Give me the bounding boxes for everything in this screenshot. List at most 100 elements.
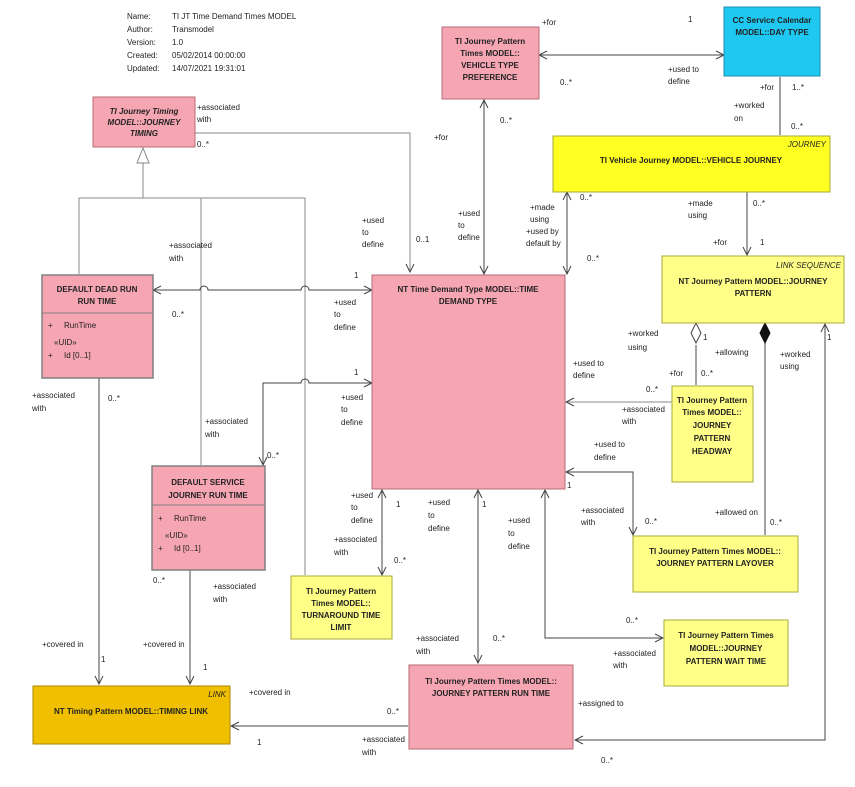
class-time-demand-type[interactable]: NT Time Demand Type MODEL::TIME DEMAND T… [371, 274, 566, 490]
class-turnaround[interactable]: TI Journey Pattern Times MODEL:: TURNARO… [290, 575, 393, 640]
multiplicity-label: 1 [703, 333, 708, 342]
connector-service-tdt [263, 378, 372, 465]
multiplicity-label: 0..* [500, 116, 512, 125]
meta-author: Transmodel [172, 25, 214, 34]
service-title-2: JOURNEY RUN TIME [168, 491, 248, 500]
service-attr2-visibility: + [158, 544, 163, 553]
role-label: with [204, 430, 219, 439]
service-attr1-visibility: + [158, 514, 163, 523]
role-label: define [508, 542, 530, 551]
connector-layover-tdt [566, 472, 633, 535]
meta-created-label: Created: [127, 51, 158, 60]
multiplicity-label: 0..* [108, 394, 120, 403]
class-jp-run-time[interactable]: TI Journey Pattern Times MODEL:: JOURNEY… [408, 664, 574, 750]
role-label: +associated [169, 241, 212, 250]
dead-run-stereotype: «UID» [54, 338, 77, 347]
class-vehicle-journey[interactable]: JOURNEY TI Vehicle Journey MODEL::VEHICL… [552, 135, 831, 193]
multiplicity-label: 0..* [580, 193, 592, 202]
role-label: +used by [526, 227, 559, 236]
multiplicity-label: 0..1 [416, 235, 430, 244]
role-label: with [212, 595, 227, 604]
role-label: +associated [213, 582, 256, 591]
turnaround-title-1: TI Journey Pattern [306, 587, 376, 596]
vehicle-journey-stereotype: JOURNEY [787, 140, 827, 149]
role-label: +used [428, 498, 450, 507]
class-turnaround-box [290, 575, 393, 640]
layover-title-2: JOURNEY PATTERN LAYOVER [656, 559, 774, 568]
multiplicity-label: 0..* [493, 634, 505, 643]
tdt-title-2: DEMAND TYPE [439, 297, 498, 306]
class-headway[interactable]: TI Journey Pattern Times MODEL:: JOURNEY… [671, 385, 754, 483]
role-label: to [341, 405, 348, 414]
composition-diamond [759, 321, 771, 345]
role-label: default by [526, 239, 561, 248]
class-journey-timing-box [92, 96, 196, 148]
meta-author-label: Author: [127, 25, 153, 34]
multiplicity-label: 0..* [267, 451, 279, 460]
multiplicity-label: 1 [688, 15, 693, 24]
journey-pattern-stereotype: LINK SEQUENCE [776, 261, 842, 270]
turnaround-title-4: LIMIT [331, 623, 352, 632]
role-label: +associated [416, 634, 459, 643]
class-timing-link-box [32, 685, 231, 745]
role-label: +for [760, 83, 774, 92]
class-vehicle-type-preference[interactable]: TI Journey Pattern Times MODEL:: VEHICLE… [441, 26, 540, 100]
dead-run-attr1: RunTime [64, 321, 97, 330]
connector-jprt-jp [575, 324, 825, 740]
multiplicity-label: 0..* [626, 616, 638, 625]
class-wait-time[interactable]: TI Journey Pattern Times MODEL::JOURNEY … [663, 619, 789, 687]
meta-updated: 14/07/2021 19:31:01 [172, 64, 246, 73]
role-label: define [428, 524, 450, 533]
role-label: +used [334, 298, 356, 307]
role-label: +used [508, 516, 530, 525]
role-label: to [362, 228, 369, 237]
role-label: +allowed on [715, 508, 758, 517]
multiplicity-label: 1 [101, 655, 106, 664]
class-default-dead-run[interactable]: DEFAULT DEAD RUN RUN TIME + RunTime «UID… [41, 274, 154, 379]
class-day-type[interactable]: CC Service Calendar MODEL::DAY TYPE [723, 6, 821, 77]
class-service-box [151, 465, 266, 571]
role-label: +covered in [249, 688, 291, 697]
class-headway-box [671, 385, 754, 483]
class-layover-box [632, 535, 799, 593]
role-label: +associated [362, 735, 405, 744]
class-journey-timing[interactable]: TI Journey Timing MODEL::JOURNEY TIMING [92, 96, 196, 148]
role-label: using [688, 211, 707, 220]
turnaround-title-2: Times MODEL:: [311, 599, 370, 608]
diagram-metadata: Name: TI JT Time Demand Times MODEL Auth… [127, 12, 297, 73]
role-label: +made [530, 203, 555, 212]
vtp-title-3: VEHICLE TYPE [461, 61, 519, 70]
class-default-service-journey[interactable]: DEFAULT SERVICE JOURNEY RUN TIME + RunTi… [151, 465, 266, 571]
role-label: using [530, 215, 549, 224]
multiplicity-label: 1 [567, 481, 572, 490]
multiplicity-label: 0..* [601, 756, 613, 765]
class-jp-run-time-box [408, 664, 574, 750]
jp-run-time-title-1: TI Journey Pattern Times MODEL:: [425, 677, 557, 686]
role-label: using [780, 362, 799, 371]
class-timing-link[interactable]: LINK NT Timing Pattern MODEL::TIMING LIN… [32, 685, 231, 745]
vtp-title-1: TI Journey Pattern [455, 37, 525, 46]
multiplicity-label: 1 [203, 663, 208, 672]
timing-link-stereotype: LINK [208, 690, 226, 699]
multiplicity-label: 0..* [153, 576, 165, 585]
vtp-title-4: PREFERENCE [463, 73, 518, 82]
multiplicity-label: 1 [827, 333, 832, 342]
multiplicity-label: 1 [354, 368, 359, 377]
role-label: +used to [573, 359, 604, 368]
role-label: to [334, 310, 341, 319]
layover-title-1: TI Journey Pattern Times MODEL:: [649, 547, 781, 556]
class-journey-pattern[interactable]: LINK SEQUENCE NT Journey Pattern MODEL::… [661, 255, 845, 324]
multiplicity-label: 1 [760, 238, 765, 247]
role-label: +for [434, 133, 448, 142]
multiplicity-label: 0..* [646, 385, 658, 394]
meta-updated-label: Updated: [127, 64, 159, 73]
role-label: +used [362, 216, 384, 225]
journey-pattern-title-1: NT Journey Pattern MODEL::JOURNEY [679, 277, 829, 286]
role-label: define [334, 323, 356, 332]
meta-name-label: Name: [127, 12, 151, 21]
role-label: +associated [613, 649, 656, 658]
multiplicity-label: 0..* [645, 517, 657, 526]
role-label: +associated [334, 535, 377, 544]
class-layover[interactable]: TI Journey Pattern Times MODEL:: JOURNEY… [632, 535, 799, 593]
service-title-1: DEFAULT SERVICE [171, 478, 245, 487]
